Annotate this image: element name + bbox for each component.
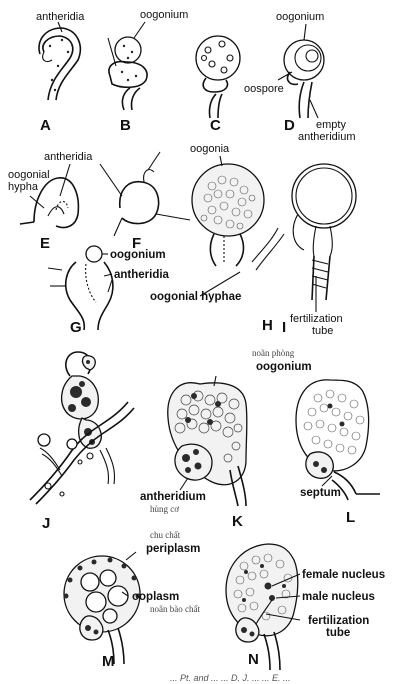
viet-noan-phong: noãn phòng xyxy=(252,348,295,358)
panel-letter-l: L xyxy=(346,509,355,526)
label-oogonial-hypha-line2: hypha xyxy=(8,181,39,193)
panel-d: oogonium oospore empty antheridium D xyxy=(244,11,355,143)
label-antheridia-g: antheridia xyxy=(114,269,170,281)
panel-h: oogonia H xyxy=(190,143,285,334)
panel-n: female nucleus male nucleus fertilizatio… xyxy=(225,543,385,671)
label-oogonium-d: oogonium xyxy=(276,11,324,23)
label-male-nucleus: male nucleus xyxy=(302,591,375,603)
panel-c: C xyxy=(195,35,241,134)
label-oogonium-k: oogonium xyxy=(256,361,312,373)
panel-letter-f: F xyxy=(132,235,141,252)
panel-b: oogonium B xyxy=(107,9,188,134)
label-fertilization-tube-i-line1: fertilization xyxy=(290,313,343,325)
label-oogonial-hypha-line1: oogonial xyxy=(8,169,50,181)
panel-letter-k: K xyxy=(232,513,243,530)
panel-m: chu chất periplasm ooplasm noãn bào chất… xyxy=(63,530,200,670)
viet-noan-bao-chat: noãn bào chất xyxy=(150,604,200,614)
label-antheridia-a: antheridia xyxy=(36,11,85,23)
panel-letter-c: C xyxy=(210,117,221,134)
label-empty-antheridium-line1: empty xyxy=(316,119,346,131)
panel-letter-n: N xyxy=(248,651,259,668)
panel-k: noãn phòng oogonium antheridium hùng cơ … xyxy=(140,348,312,530)
panel-i: fertilization tube I xyxy=(282,163,357,337)
panel-j: J xyxy=(29,351,135,532)
panel-letter-b: B xyxy=(120,117,131,134)
panel-letter-d: D xyxy=(284,117,295,134)
label-fertilization-tube-n-line2: tube xyxy=(326,627,350,639)
label-fertilization-tube-i-line2: tube xyxy=(312,325,333,337)
label-female-nucleus: female nucleus xyxy=(302,569,385,581)
panel-letter-j: J xyxy=(42,515,50,532)
label-oogonium-g: oogonium xyxy=(110,249,166,261)
label-oogonium-b: oogonium xyxy=(140,9,188,21)
label-empty-antheridium-line2: antheridium xyxy=(298,131,355,143)
panel-letter-e: E xyxy=(40,235,50,252)
panel-a: antheridia A xyxy=(36,11,85,134)
label-fertilization-tube-n-line1: fertilization xyxy=(308,615,369,627)
panel-letter-g: G xyxy=(70,319,82,336)
panel-g: oogonium antheridia oogonial hyphae G xyxy=(47,245,241,336)
panel-l: septum L xyxy=(295,379,380,526)
label-periplasm: periplasm xyxy=(146,543,200,555)
panel-letter-h: H xyxy=(262,317,273,334)
figure-caption: ... Pt. and ... ... D. J. ... ... E. ... xyxy=(170,673,291,683)
label-antheridium-k: antheridium xyxy=(140,491,206,503)
viet-hung-co: hùng cơ xyxy=(150,504,179,514)
panel-f: F xyxy=(113,151,191,252)
label-ooplasm: ooplasm xyxy=(132,591,179,603)
panel-letter-a: A xyxy=(40,117,51,134)
panel-letter-i: I xyxy=(282,319,286,336)
label-septum: septum xyxy=(300,487,341,499)
label-antheridia-e: antheridia xyxy=(44,151,93,163)
panel-letter-m: M xyxy=(102,653,115,670)
viet-chu-chat: chu chất xyxy=(150,530,181,540)
panel-e: antheridia oogonial hypha E xyxy=(8,151,123,252)
label-oogonial-hyphae: oogonial hyphae xyxy=(150,291,241,303)
label-oospore: oospore xyxy=(244,83,284,95)
label-oogonia: oogonia xyxy=(190,143,230,155)
